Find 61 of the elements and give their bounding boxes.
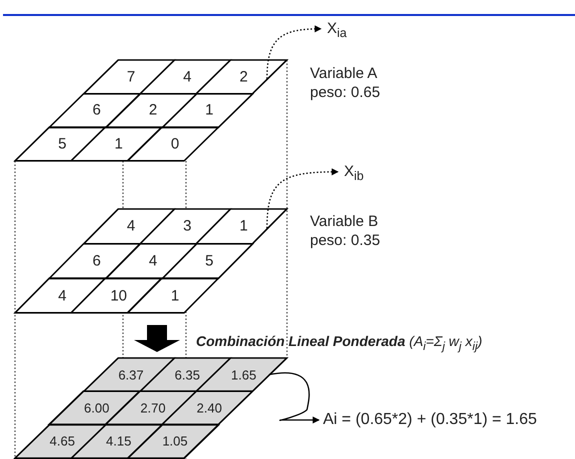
cell-value: 4.15 <box>106 434 132 449</box>
grid-layer <box>15 209 287 313</box>
cell-value: 3 <box>183 218 192 235</box>
cell-value: 6 <box>92 252 101 270</box>
cell-value: 4.65 <box>50 434 75 449</box>
cell-value: 2.70 <box>140 400 166 416</box>
cell-value: 5 <box>205 252 214 270</box>
grid-cell <box>106 94 196 128</box>
grid-cell <box>49 391 140 425</box>
cell-value: 0 <box>170 136 180 153</box>
grid-cell <box>84 60 174 94</box>
grid-cell <box>162 244 253 278</box>
cell-value: 6.35 <box>174 367 200 382</box>
grid-cell <box>84 209 174 244</box>
grid-cell <box>162 94 253 128</box>
grid-cell <box>128 127 218 161</box>
block-arrow <box>134 325 180 352</box>
cell-value: 6 <box>92 102 101 119</box>
grid-layer <box>15 358 287 458</box>
grid-cell <box>196 209 287 244</box>
grid-cell <box>15 278 106 313</box>
cell-value: 1.65 <box>231 367 256 382</box>
grid-cell <box>196 60 287 94</box>
grid-cell <box>84 358 174 392</box>
cell-value: 7 <box>126 68 136 86</box>
method-caption: Combinación Lineal Ponderada (A$_{i}$=Σ$_{j}$ w$_{j}$ x$_{ij}$) <box>196 333 482 354</box>
cell-value: 6.00 <box>84 400 110 416</box>
cell-value: 1.05 <box>162 434 188 449</box>
grid-cell <box>15 127 106 161</box>
grid-cell <box>71 278 162 313</box>
variable-symbol: X$_{ib}$ <box>344 163 364 185</box>
grid-cell <box>140 60 231 94</box>
cell-value: 1 <box>170 287 180 304</box>
formula-text: Ai = (0.65*2) + (0.35*1) = 1.65 <box>323 410 537 430</box>
grid-cell <box>106 244 196 278</box>
grid-cell <box>71 127 162 161</box>
cell-value: 2 <box>239 68 248 86</box>
cell-value: 6.37 <box>118 367 144 382</box>
grid-cell <box>49 94 140 128</box>
cell-value: 5 <box>58 136 66 153</box>
variable-symbol: X$_{ia}$ <box>327 20 347 42</box>
cell-value: 4 <box>148 252 158 270</box>
grid-layer <box>15 60 287 161</box>
cell-value: 1 <box>114 136 123 153</box>
curved-arrow <box>268 372 320 424</box>
cell-value: 4 <box>183 68 192 86</box>
variable-caption: Variable B peso: 0.35 <box>310 213 382 250</box>
grid-cell <box>140 209 231 244</box>
dotted-arrow <box>266 25 322 79</box>
cell-value: 2.40 <box>196 400 222 416</box>
cell-value: 2 <box>148 102 158 119</box>
cell-value: 10 <box>110 287 127 304</box>
cell-value: 4 <box>58 287 66 304</box>
cell-value: 1 <box>205 102 214 119</box>
grid-cell <box>15 424 106 458</box>
dotted-arrow <box>266 168 339 228</box>
variable-caption: Variable A peso: 0.65 <box>310 65 382 102</box>
grid-cell <box>128 278 218 313</box>
cell-value: 4 <box>126 218 136 235</box>
cell-value: 1 <box>239 218 248 235</box>
grid-cell <box>49 244 140 278</box>
